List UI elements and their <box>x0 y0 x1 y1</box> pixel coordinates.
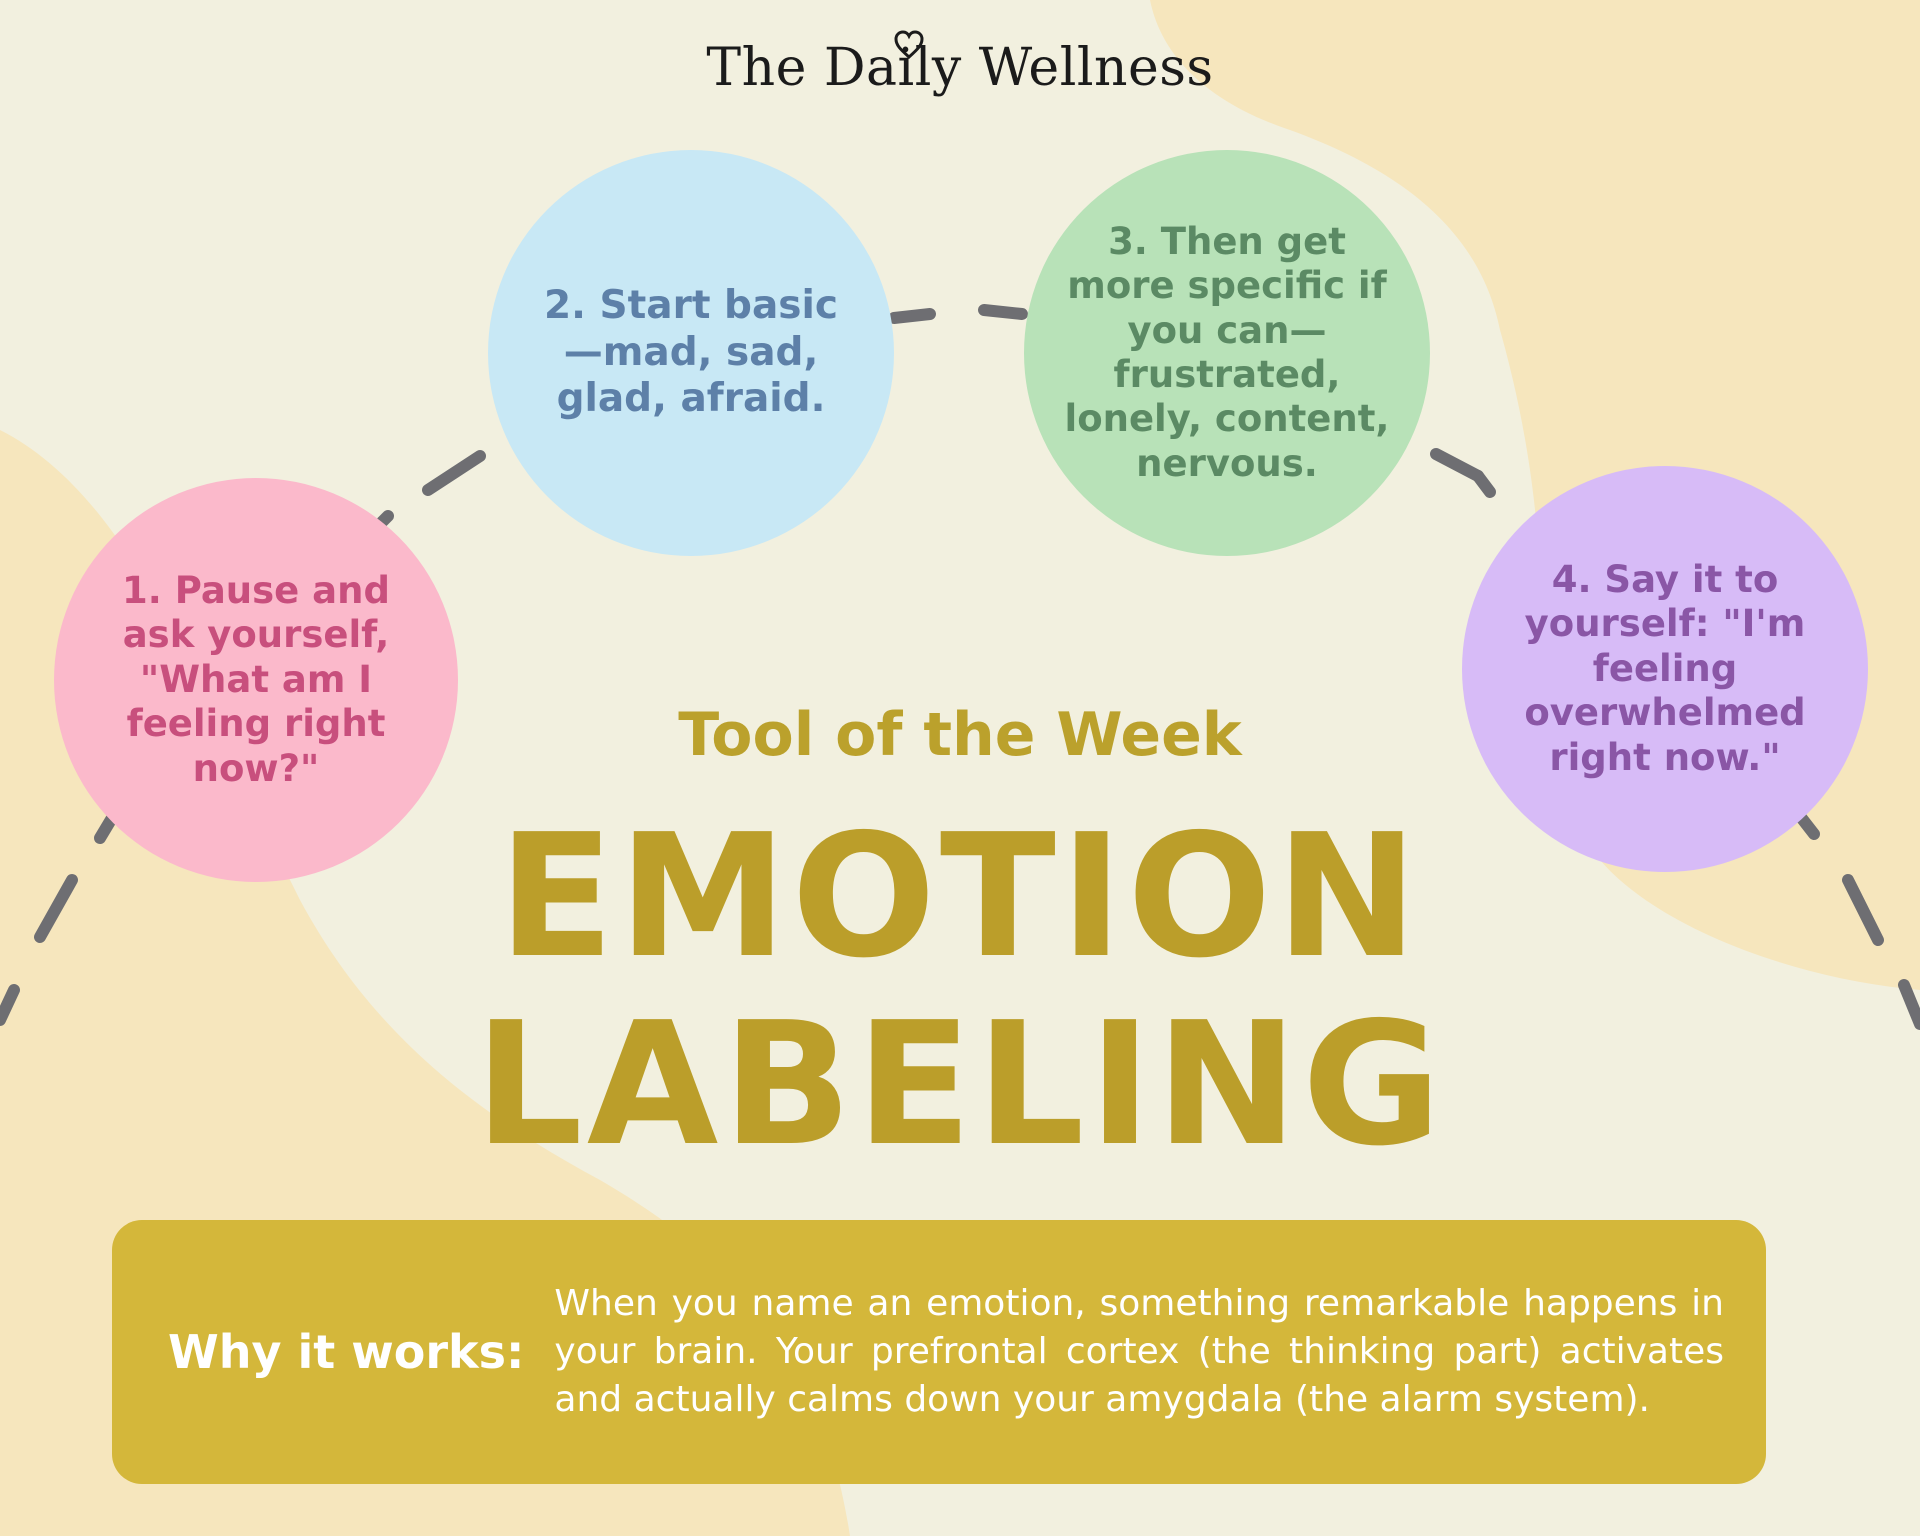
dash <box>1430 448 1484 482</box>
step-4-circle: 4. Say it to yourself: "I'm feeling over… <box>1462 466 1868 872</box>
step-1-circle: 1. Pause and ask yourself, "What am I fe… <box>54 478 458 882</box>
dash <box>1794 810 1820 840</box>
dash <box>94 812 118 844</box>
heart-icon <box>894 30 924 60</box>
dash <box>978 304 1028 320</box>
why-text: When you name an emotion, something rema… <box>554 1283 1724 1420</box>
step-3-text: 3. Then get more specific if you can— fr… <box>1064 219 1390 485</box>
step-3-circle: 3. Then get more specific if you can— fr… <box>1024 150 1430 556</box>
step-1-text: 1. Pause and ask yourself, "What am I fe… <box>122 569 390 790</box>
why-label: Why it works: <box>168 1325 525 1379</box>
why-it-works-box: Why it works: When you name an emotion, … <box>112 1220 1766 1484</box>
dash <box>422 450 486 496</box>
dash <box>1842 874 1884 946</box>
dash <box>888 308 936 324</box>
dash-connectors <box>0 304 1920 1030</box>
brand-name: The Daily Wellness <box>706 38 1214 98</box>
step-2-text: 2. Start basic —mad, sad, glad, afraid. <box>544 282 838 422</box>
kicker-heading: Tool of the Week <box>678 700 1242 770</box>
dash <box>0 984 20 1026</box>
title-line-2: LABELING <box>474 986 1446 1184</box>
dash <box>1898 979 1920 1030</box>
dash <box>376 510 394 528</box>
dash <box>1472 470 1496 498</box>
step-2-circle: 2. Start basic —mad, sad, glad, afraid. <box>488 150 894 556</box>
title-line-1: EMOTION <box>498 798 1422 996</box>
dash <box>34 874 78 943</box>
step-4-text: 4. Say it to yourself: "I'm feeling over… <box>1524 558 1806 779</box>
